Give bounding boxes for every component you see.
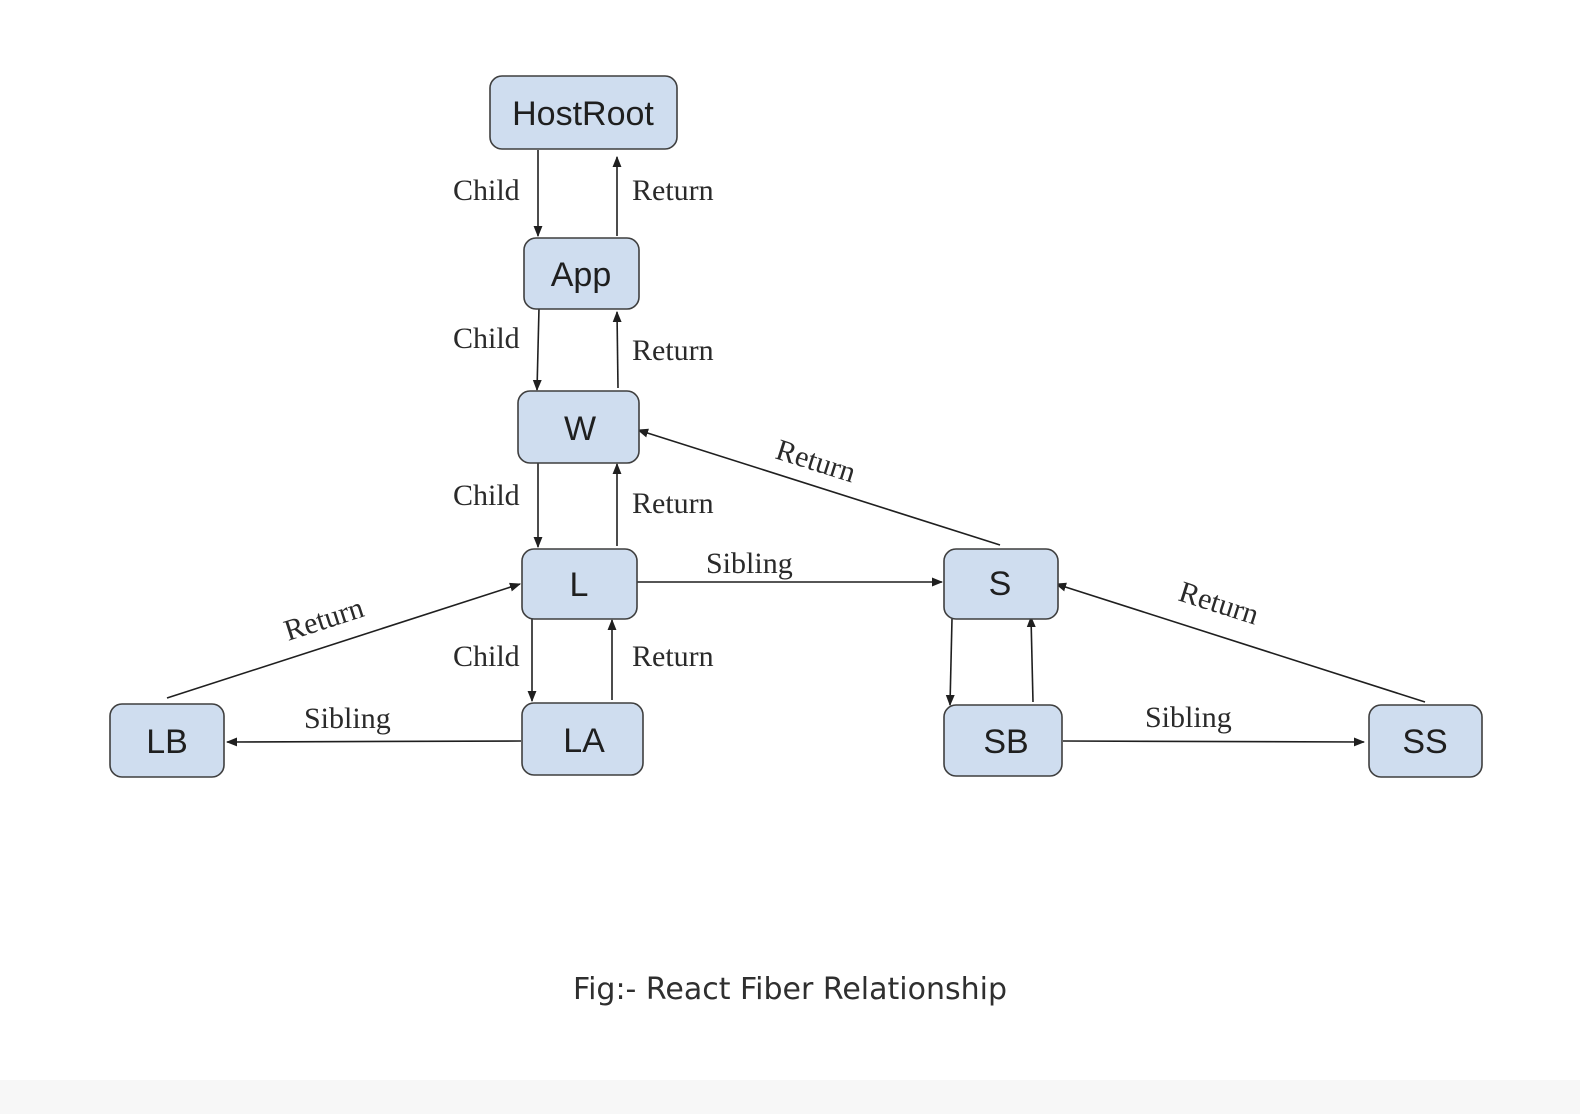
fiber-diagram: Child Return Child Return Child Return S… [109, 75, 1483, 778]
node-app: App [523, 237, 640, 310]
edge-app-w-child [532, 307, 542, 392]
node-w: W [517, 390, 640, 464]
label-s-w-return: Return [772, 433, 860, 489]
node-s: S [943, 548, 1059, 620]
edges [166, 150, 1426, 747]
node-hostroot: HostRoot [489, 75, 678, 150]
label-l-s-sibling: Sibling [706, 547, 793, 580]
edge-sb-ss-sibling [1062, 737, 1366, 747]
edge-s-sb [945, 618, 955, 707]
edge-s-w-return [636, 428, 1001, 546]
edge-la-lb-sibling [225, 737, 522, 747]
node-label-l: L [570, 566, 589, 604]
label-app-hostroot-return: Return [632, 174, 714, 207]
node-label-app: App [551, 256, 612, 294]
node-label-w: W [564, 410, 596, 448]
edge-ss-s-return [1054, 582, 1426, 703]
node-label-lb: LB [146, 723, 188, 761]
label-l-la-child: Child [453, 640, 520, 673]
bottom-band [0, 1080, 1580, 1114]
edge-sb-s [1026, 615, 1036, 703]
edge-lb-l-return [166, 582, 522, 699]
label-ss-s-return: Return [1175, 575, 1263, 631]
node-label-ss: SS [1402, 723, 1447, 761]
label-w-l-child: Child [453, 479, 520, 512]
label-la-lb-sibling: Sibling [304, 702, 391, 735]
node-label-s: S [989, 565, 1012, 603]
node-ss: SS [1368, 704, 1483, 778]
node-label-la: LA [563, 722, 605, 760]
figure-caption: Fig:- React Fiber Relationship [573, 972, 1007, 1007]
node-l: L [521, 548, 638, 620]
edge-labels: Child Return Child Return Child Return S… [280, 174, 1263, 735]
label-app-w-child: Child [453, 322, 520, 355]
label-w-app-return: Return [632, 334, 714, 367]
node-la: LA [521, 702, 644, 776]
label-la-l-return: Return [632, 640, 714, 673]
label-hostroot-app-child: Child [453, 174, 520, 207]
node-label-hostroot: HostRoot [512, 95, 654, 133]
edge-w-app-return [612, 310, 622, 389]
node-lb: LB [109, 703, 225, 778]
label-lb-l-return: Return [280, 591, 368, 648]
label-sb-ss-sibling: Sibling [1145, 701, 1232, 734]
node-sb: SB [943, 704, 1063, 777]
label-l-w-return: Return [632, 487, 714, 520]
node-label-sb: SB [983, 723, 1028, 761]
